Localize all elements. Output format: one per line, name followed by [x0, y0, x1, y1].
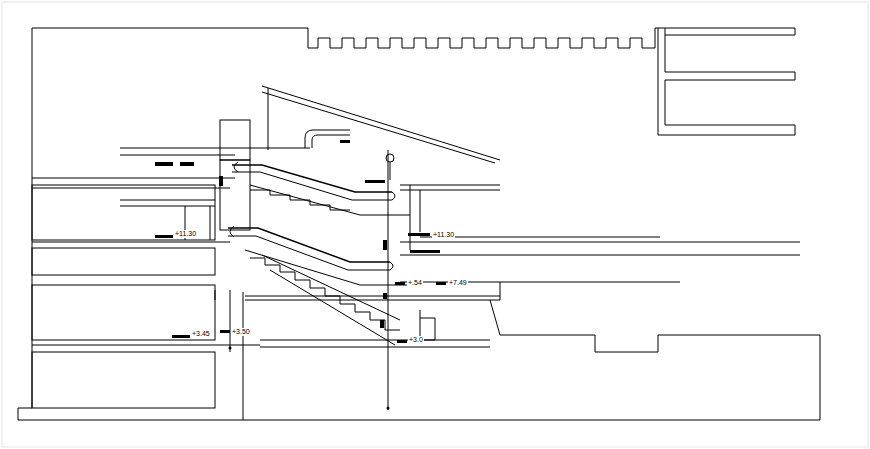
level-label: +11.30 — [432, 231, 455, 239]
level-label: +3.45 — [191, 330, 211, 338]
level-label: +3.0 — [408, 336, 424, 344]
level-markers — [155, 140, 446, 410]
level-label: +.54 — [407, 279, 423, 287]
level-label: +3.50 — [231, 328, 251, 336]
level-label: +11.30 — [174, 230, 197, 238]
building-outline — [18, 28, 820, 420]
level-label: +7.49 — [448, 279, 468, 287]
